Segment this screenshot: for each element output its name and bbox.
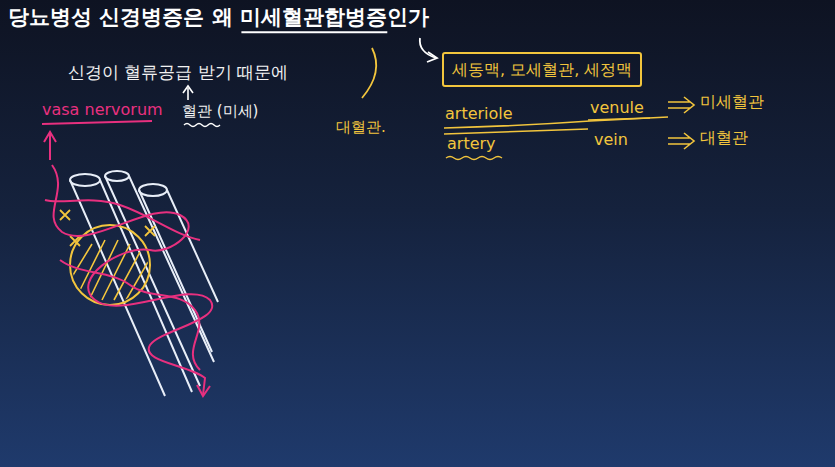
lesion-circle [70,225,150,305]
squiggle-underline [446,157,502,160]
up-arrow [187,88,189,100]
double-arrow [668,133,694,149]
handwritten-label: 혈관 (미세) [182,102,258,120]
handwritten-label: 대혈관. [336,118,386,136]
pointer-arrowhead [427,52,437,62]
handwritten-label: artery [447,134,496,153]
yellow-divider [444,129,588,134]
vessels [45,165,212,396]
handwritten-label: 신경이 혈류공급 받기 때문에 [68,62,288,82]
squiggle-underline [184,124,220,127]
magenta-arrow [44,132,56,160]
magenta-underline [42,121,152,124]
yellow-underline [588,118,650,120]
handwritten-label: vein [594,130,628,149]
handwritten-label: 대혈관 [700,128,748,147]
box-text: 세동맥, 모세혈관, 세정맥 [452,60,632,79]
handwritten-label: venule [590,98,644,117]
double-arrow [668,97,694,113]
title-underline [241,31,387,33]
bracket-curve [362,48,376,98]
handwritten-label: 미세혈관 [700,92,764,111]
handwritten-label: arteriole [445,104,513,123]
handwritten-label: vasa nervorum [42,100,163,119]
slide-title: 당뇨병성 신경병증은 왜 미세혈관합병증인가 [8,5,429,30]
x-marks [60,210,155,246]
yellow-box: 세동맥, 모세혈관, 세정맥 [442,52,642,87]
nerve-fibers [70,171,218,396]
up-arrowhead [183,86,193,93]
